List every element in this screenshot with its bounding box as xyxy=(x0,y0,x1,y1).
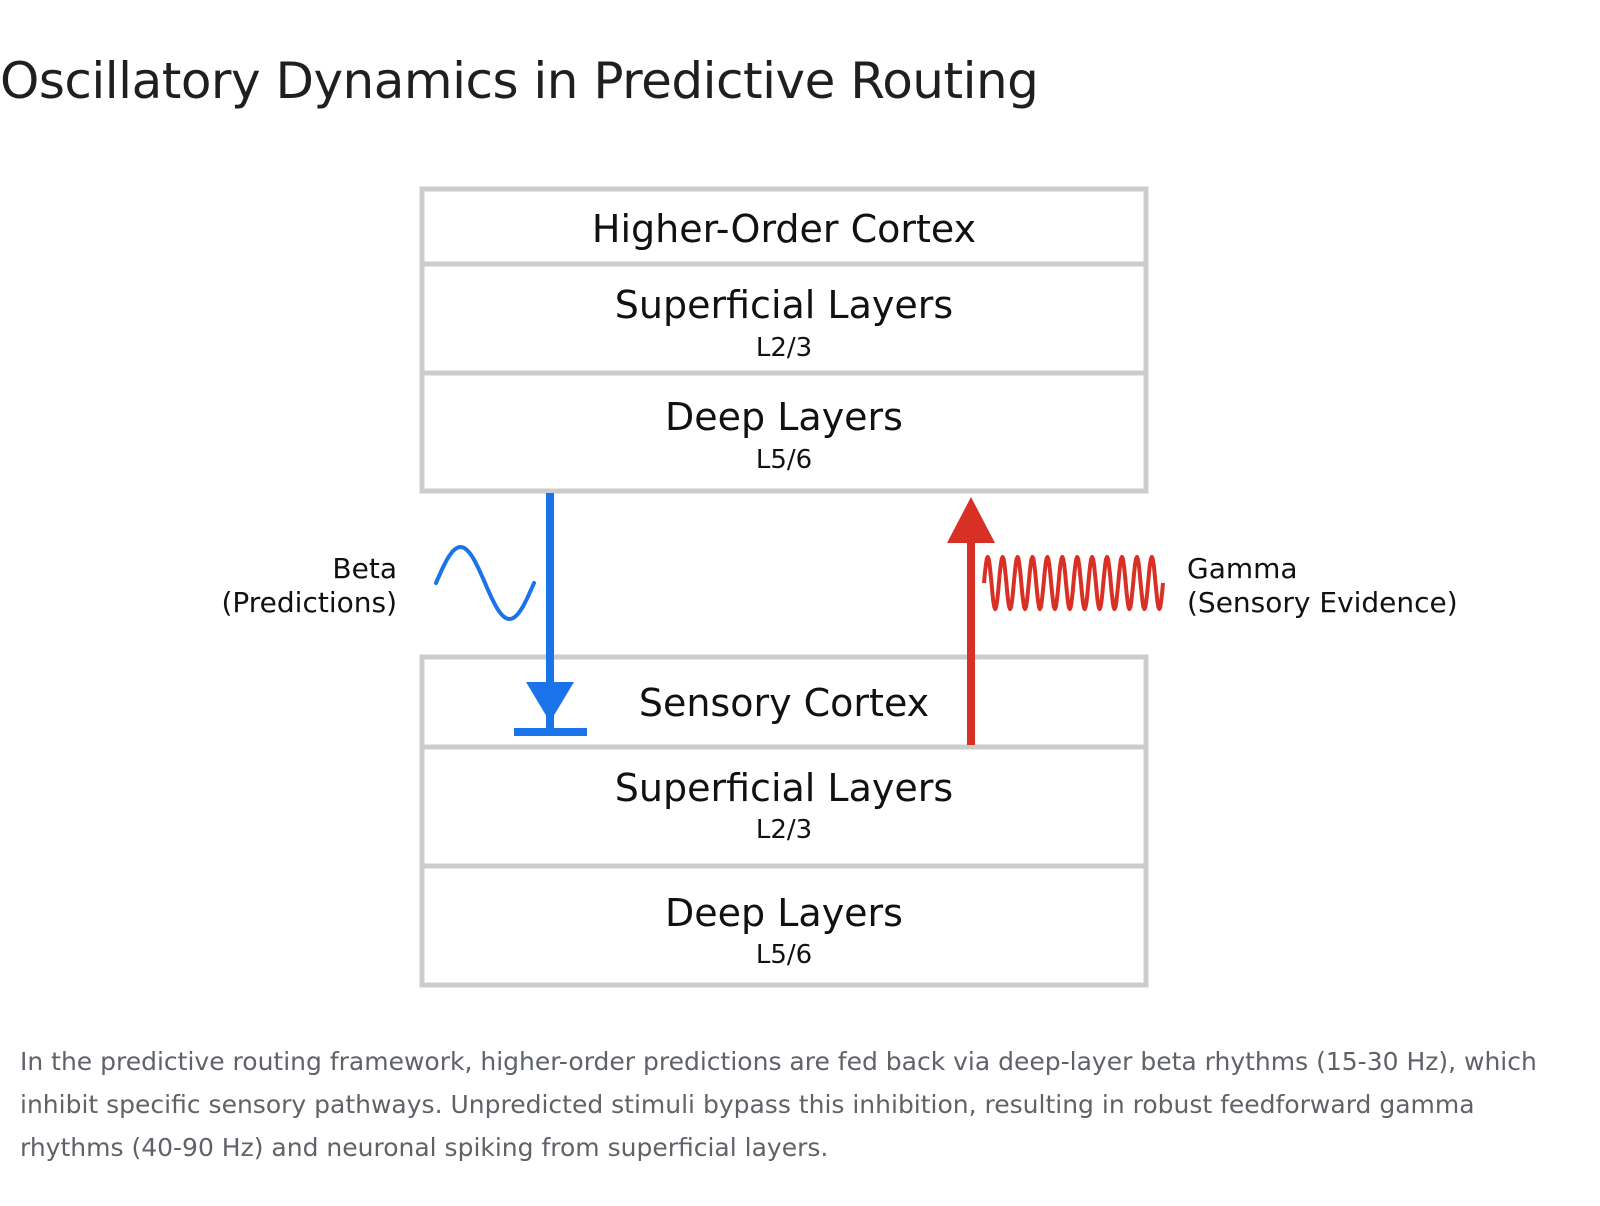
sensory-deep-label: Deep Layers xyxy=(665,891,903,935)
gamma-sublabel: (Sensory Evidence) xyxy=(1187,586,1458,619)
higher-cortex-stack: Higher-Order Cortex Superficial Layers L… xyxy=(419,186,1149,494)
beta-wave-icon xyxy=(434,544,536,622)
sensory-superficial-sublabel: L2/3 xyxy=(756,815,812,845)
sensory-cortex-stack: Sensory Cortex Superficial Layers L2/3 D… xyxy=(419,654,1149,988)
higher-deep-sublabel: L5/6 xyxy=(756,445,812,475)
gamma-label: Gamma xyxy=(1187,552,1298,585)
beta-feedback-arrow xyxy=(514,493,587,736)
figure-caption: In the predictive routing framework, hig… xyxy=(20,1047,1537,1162)
higher-cortex-label: Higher-Order Cortex xyxy=(592,207,976,251)
higher-deep-box xyxy=(419,370,1149,494)
higher-superficial-sublabel: L2/3 xyxy=(756,333,812,363)
beta-label: Beta xyxy=(332,552,397,585)
higher-deep-label: Deep Layers xyxy=(665,395,903,439)
gamma-wave-icon xyxy=(982,555,1165,611)
higher-superficial-box xyxy=(419,261,1149,376)
higher-superficial-label: Superficial Layers xyxy=(615,283,953,327)
page-title: Oscillatory Dynamics in Predictive Routi… xyxy=(0,52,1039,110)
gamma-feedforward-arrow xyxy=(947,497,995,745)
beta-sublabel: (Predictions) xyxy=(221,586,397,619)
sensory-cortex-label: Sensory Cortex xyxy=(639,681,929,725)
sensory-deep-box xyxy=(419,863,1149,988)
gamma-arrow-head xyxy=(947,497,995,543)
sensory-superficial-label: Superficial Layers xyxy=(615,766,953,810)
sensory-deep-sublabel: L5/6 xyxy=(756,940,812,970)
beta-arrow-head xyxy=(526,682,574,722)
higher-cortex-header-box xyxy=(419,186,1149,267)
